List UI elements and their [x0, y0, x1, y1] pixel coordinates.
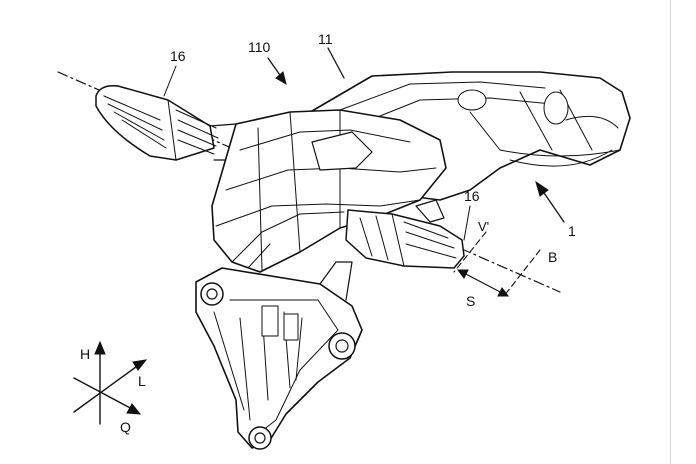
label-part-16-lower: 16 — [464, 188, 480, 204]
label-axis-q: Q — [120, 419, 131, 435]
indicator-upper-left — [95, 65, 241, 161]
coordinate-axes — [73, 340, 148, 425]
label-axis-s: S — [466, 293, 475, 309]
label-part-110: 110 — [248, 39, 271, 55]
page-edge-line — [670, 0, 671, 464]
leader-arrows — [267, 47, 565, 223]
mounting-bracket — [195, 261, 363, 450]
label-axis-b: B — [548, 249, 557, 265]
dimension-lines — [453, 231, 541, 297]
label-axis-l: L — [138, 373, 146, 389]
label-part-1: 1 — [568, 223, 576, 239]
label-part-16-upper: 16 — [170, 48, 186, 64]
central-housing — [211, 109, 447, 273]
label-axis-v-prime: V' — [478, 219, 489, 234]
indicator-lower-right — [345, 199, 471, 269]
label-part-11: 11 — [318, 31, 333, 47]
label-axis-h: H — [80, 346, 90, 362]
